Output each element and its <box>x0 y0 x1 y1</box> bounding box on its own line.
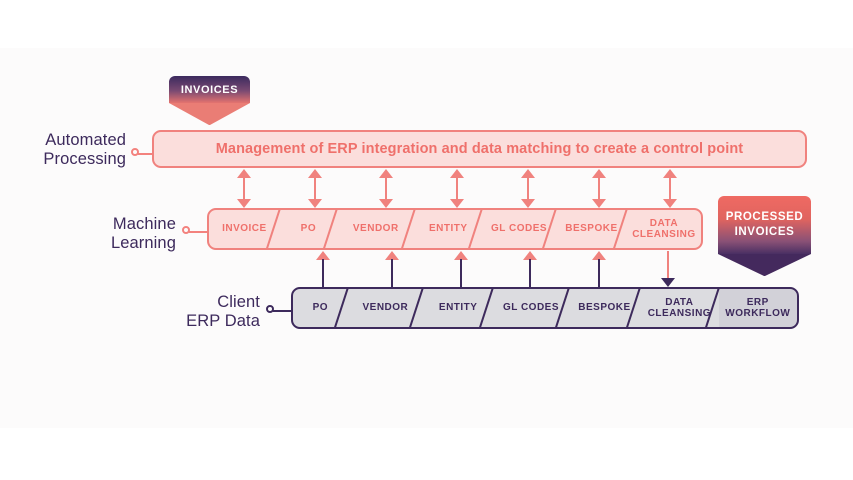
arrow-head-down-icon <box>521 199 535 208</box>
arrow-head-down-icon <box>661 278 675 287</box>
connector-dot-icon <box>266 305 274 313</box>
erp-segment-gl-codes[interactable]: GL CODES <box>493 289 569 327</box>
arrow-head-up-icon <box>521 169 535 178</box>
erp-segment-po[interactable]: PO <box>312 302 329 314</box>
arrow-stem <box>243 176 246 201</box>
ml-segment-invoice[interactable]: INVOICE <box>222 223 267 235</box>
arrow-head-up-icon <box>523 251 537 260</box>
ml-segment-bespoke[interactable]: BESPOKE <box>556 210 627 248</box>
arrow-bidirectional-5 <box>521 169 535 208</box>
erp-segment-data-cleansing[interactable]: DATA CLEANSING <box>640 289 718 327</box>
connector-dot-icon <box>182 226 190 234</box>
arrow-stem <box>460 259 463 288</box>
arrow-head-up-icon <box>379 169 393 178</box>
arrow-bidirectional-1 <box>237 169 251 208</box>
client-erp-data-bar: PO VENDOR ENTITY GL CODES BESPOKE DATA C… <box>291 287 799 329</box>
banner-processed-invoices: PROCESSED INVOICES <box>718 196 811 276</box>
arrow-stem <box>391 259 394 288</box>
arrow-stem <box>527 176 530 201</box>
banner-processed-invoices-arrow-icon <box>718 254 811 276</box>
connector-line <box>138 152 156 155</box>
arrow-stem <box>456 176 459 201</box>
arrow-head-down-icon <box>592 199 606 208</box>
arrow-head-down-icon <box>237 199 251 208</box>
connector-automated-processing <box>131 148 156 160</box>
arrow-head-up-icon <box>663 169 677 178</box>
arrow-bidirectional-2 <box>308 169 322 208</box>
ml-segment-data-cleansing[interactable]: DATA CLEANSING <box>627 210 701 248</box>
ml-segment-entity[interactable]: ENTITY <box>415 210 482 248</box>
automated-processing-headline: Management of ERP integration and data m… <box>215 141 744 157</box>
arrow-head-up-icon <box>450 169 464 178</box>
automated-processing-bar: Management of ERP integration and data m… <box>152 130 807 168</box>
ml-segment-gl-codes[interactable]: GL CODES <box>482 210 556 248</box>
arrow-bidirectional-4 <box>450 169 464 208</box>
arrow-head-up-icon <box>454 251 468 260</box>
arrow-up-entity <box>454 251 468 288</box>
arrow-stem <box>598 176 601 201</box>
arrow-bidirectional-7 <box>663 169 677 208</box>
connector-dot-icon <box>131 148 139 156</box>
banner-invoices: INVOICES <box>169 76 250 125</box>
arrow-head-up-icon <box>316 251 330 260</box>
erp-segment-bespoke[interactable]: BESPOKE <box>569 289 640 327</box>
arrow-head-down-icon <box>308 199 322 208</box>
arrow-up-gl-codes <box>523 251 537 288</box>
arrow-head-down-icon <box>450 199 464 208</box>
connector-client-erp-data <box>266 305 293 317</box>
row-label-client-erp-data: Client ERP Data <box>186 293 260 330</box>
arrow-up-vendor <box>385 251 399 288</box>
connector-line <box>273 309 293 312</box>
connector-line <box>189 230 209 233</box>
arrow-stem <box>667 251 670 280</box>
arrow-head-down-icon <box>379 199 393 208</box>
arrow-head-down-icon <box>663 199 677 208</box>
banner-invoices-label: INVOICES <box>169 76 250 103</box>
arrow-stem <box>314 176 317 201</box>
arrow-head-up-icon <box>308 169 322 178</box>
arrow-stem <box>322 259 325 288</box>
row-label-automated-processing: Automated Processing <box>43 131 126 168</box>
erp-segment-vendor[interactable]: VENDOR <box>348 289 424 327</box>
erp-segment-entity[interactable]: ENTITY <box>423 289 493 327</box>
erp-segment-erp-workflow[interactable]: ERP WORKFLOW <box>718 289 797 327</box>
ml-segment-vendor[interactable]: VENDOR <box>337 210 415 248</box>
ml-segment-po[interactable]: PO <box>280 210 337 248</box>
row-label-machine-learning: Machine Learning <box>110 215 176 252</box>
banner-invoices-arrow-icon <box>169 103 250 125</box>
banner-processed-invoices-label: PROCESSED INVOICES <box>718 196 811 254</box>
arrow-stem <box>385 176 388 201</box>
arrow-bidirectional-3 <box>379 169 393 208</box>
arrow-up-bespoke <box>592 251 606 288</box>
arrow-stem <box>598 259 601 288</box>
machine-learning-bar: INVOICE PO VENDOR ENTITY GL CODES BESPOK… <box>207 208 703 250</box>
arrow-head-up-icon <box>237 169 251 178</box>
arrow-bidirectional-6 <box>592 169 606 208</box>
arrow-up-po <box>316 251 330 288</box>
arrow-head-up-icon <box>592 169 606 178</box>
arrow-head-up-icon <box>592 251 606 260</box>
arrow-head-up-icon <box>385 251 399 260</box>
arrow-stem <box>669 176 672 201</box>
arrow-down-data-cleansing <box>661 251 675 288</box>
arrow-stem <box>529 259 532 288</box>
connector-machine-learning <box>182 226 209 238</box>
